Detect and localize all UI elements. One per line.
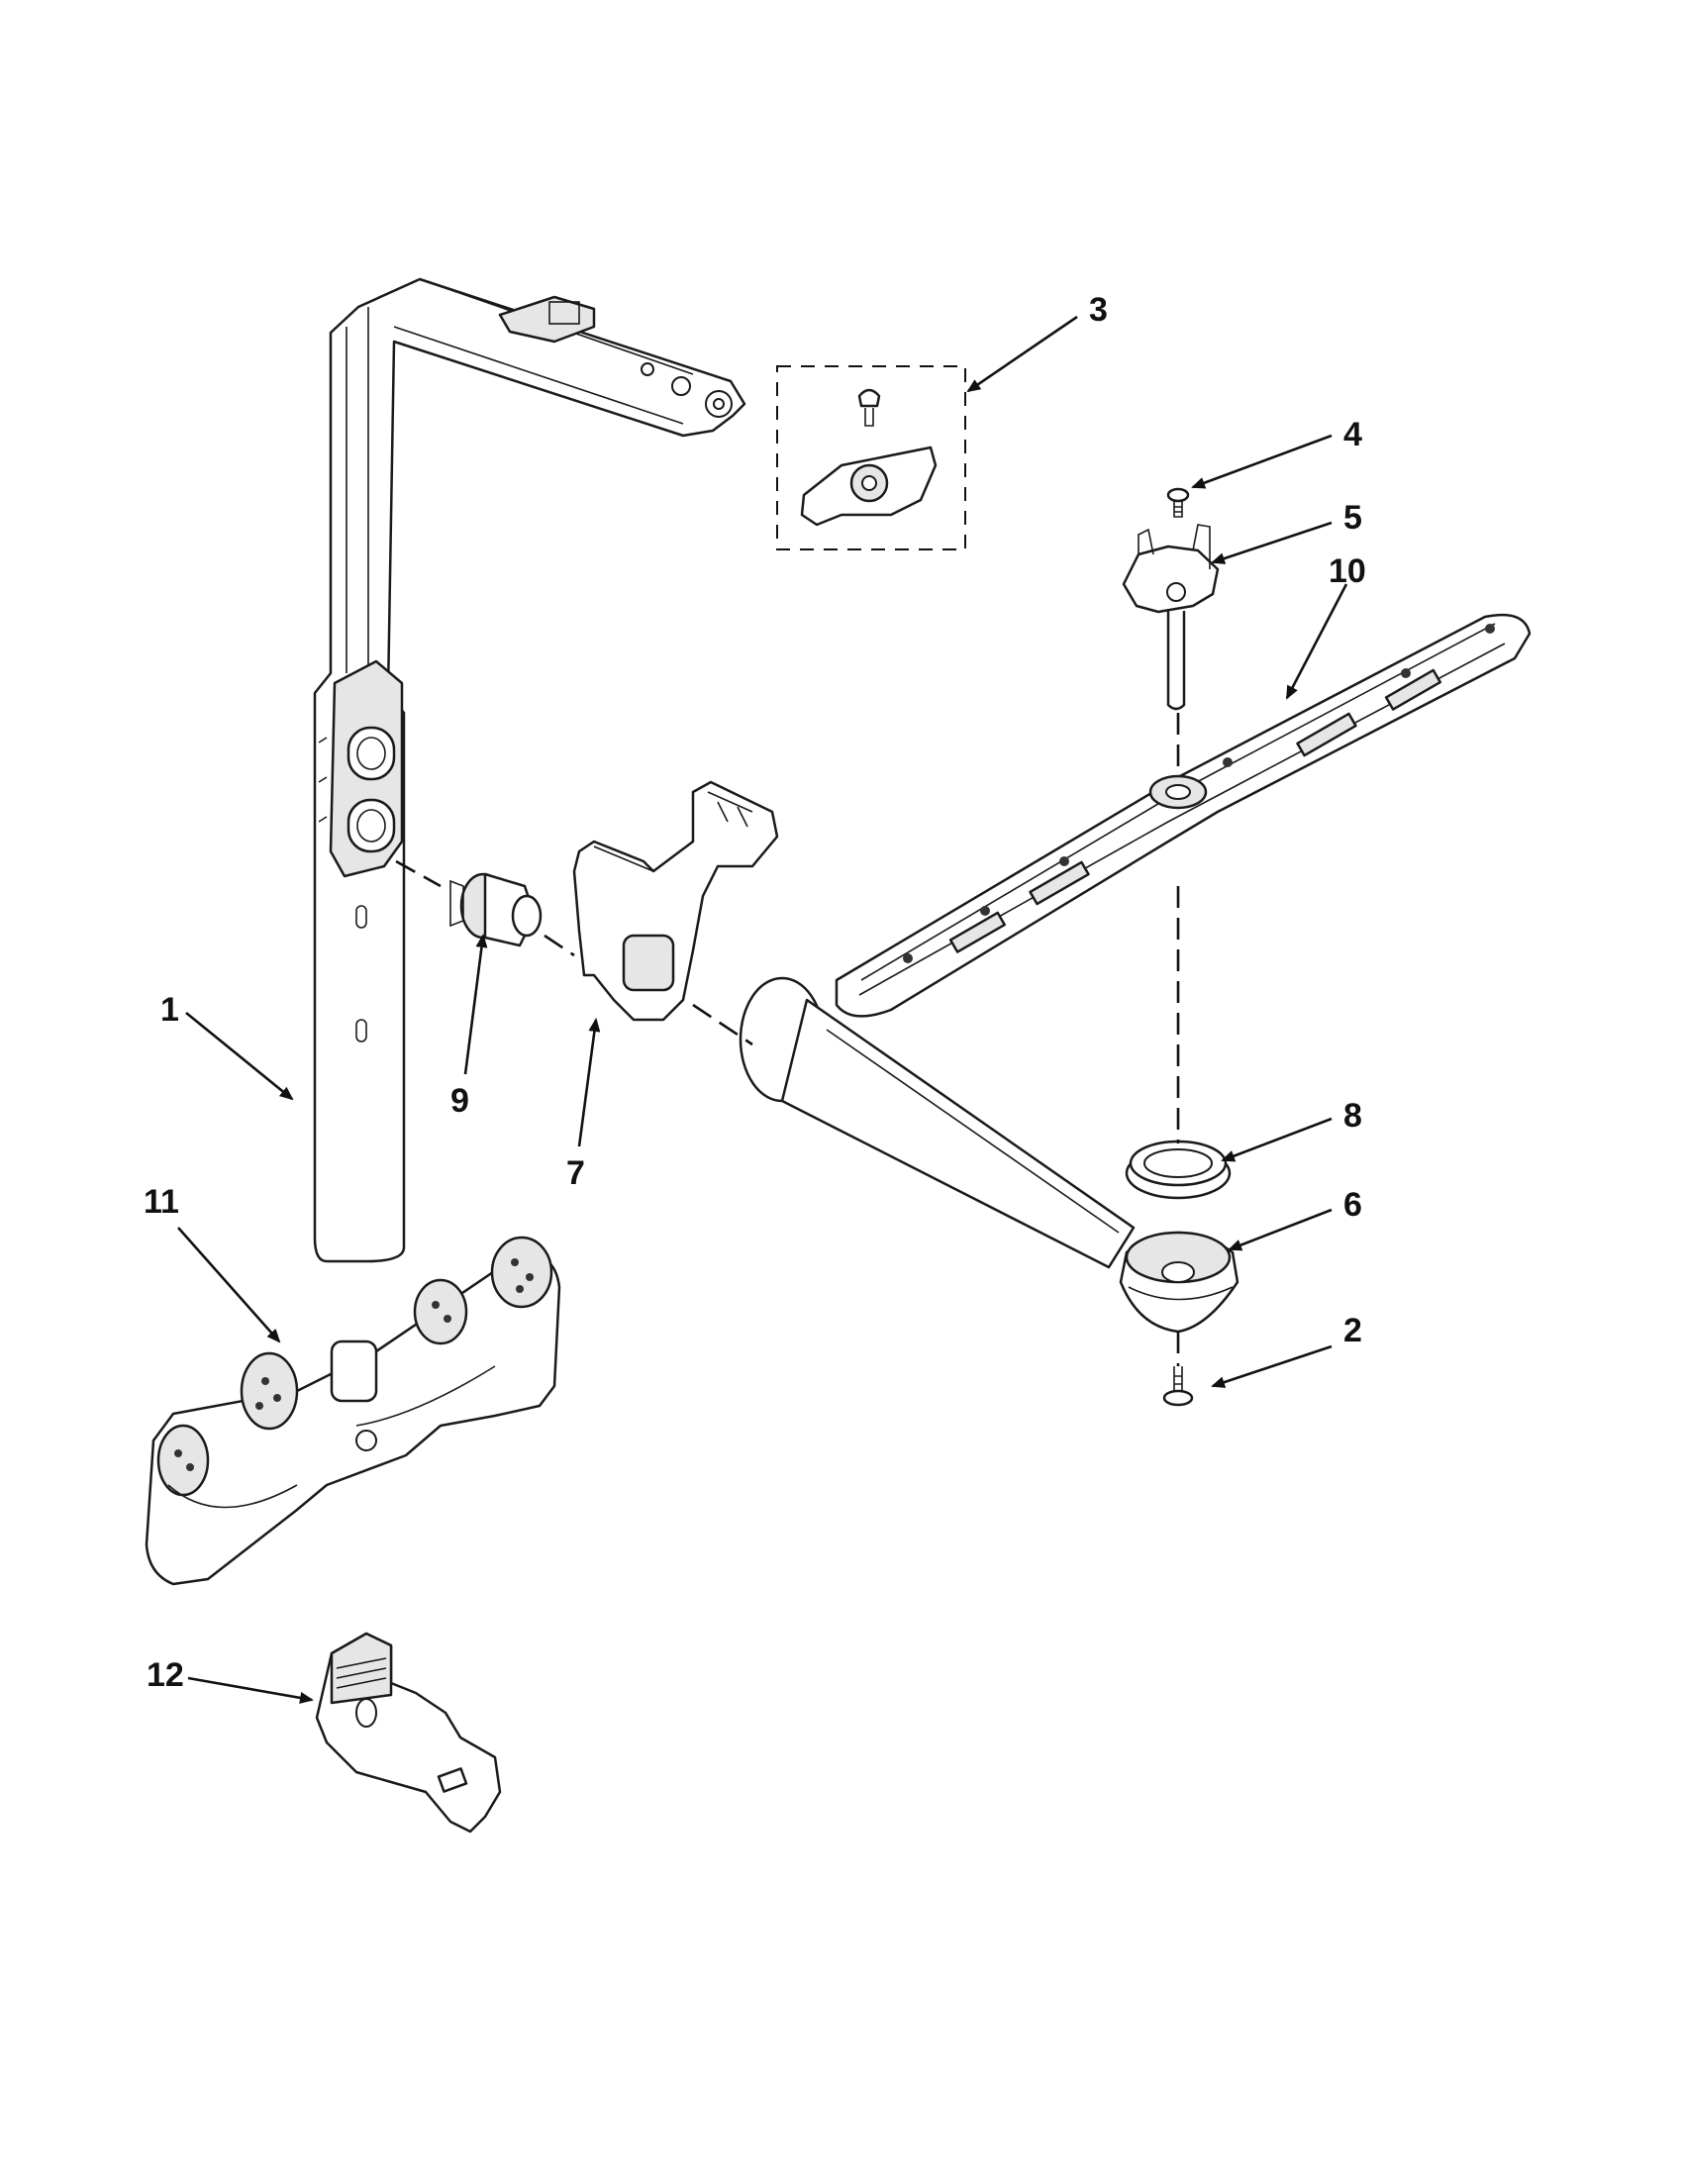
callout-12: 12 [147,1656,184,1694]
leader-11 [177,1227,281,1343]
leader-2 [1211,1344,1333,1388]
part-3-retainer-clip [776,365,966,550]
part-12-connector-fitting [315,1632,502,1834]
leader-12 [187,1676,314,1704]
part-11-manifold-panel [145,1236,561,1586]
callout-5: 5 [1343,499,1362,537]
callout-9: 9 [450,1082,469,1120]
part-4-screw [1166,487,1190,518]
leader-3 [966,315,1078,393]
leader-9 [463,934,488,1075]
part-2-screw [1162,1366,1194,1407]
part-6-hub [1119,1231,1239,1334]
callout-6: 6 [1343,1186,1362,1224]
leader-7 [577,1018,601,1147]
callout-8: 8 [1343,1097,1362,1135]
callout-2: 2 [1343,1312,1362,1349]
callout-10: 10 [1329,552,1366,590]
leader-10 [1285,583,1348,700]
part-9-connector [449,872,543,947]
leader-arrows [177,315,1348,1704]
callout-3: 3 [1089,291,1108,329]
leader-6 [1228,1208,1333,1251]
callout-1: 1 [160,991,179,1029]
callout-7: 7 [566,1154,585,1192]
leader-5 [1211,521,1333,564]
part-manifold-tube [739,976,1136,1269]
leader-8 [1221,1117,1333,1162]
part-1-supply-tube [313,277,746,1263]
part-7-bracket [572,780,779,1022]
assembly-centerlines [395,713,1180,1366]
leader-1 [185,1011,294,1101]
leader-4 [1191,434,1333,489]
part-10-spray-arm [835,613,1532,1018]
callout-4: 4 [1343,416,1362,453]
part-8-seal-ring [1125,1140,1232,1200]
part-5-hub-clip [1122,524,1220,711]
callout-11: 11 [144,1183,179,1221]
